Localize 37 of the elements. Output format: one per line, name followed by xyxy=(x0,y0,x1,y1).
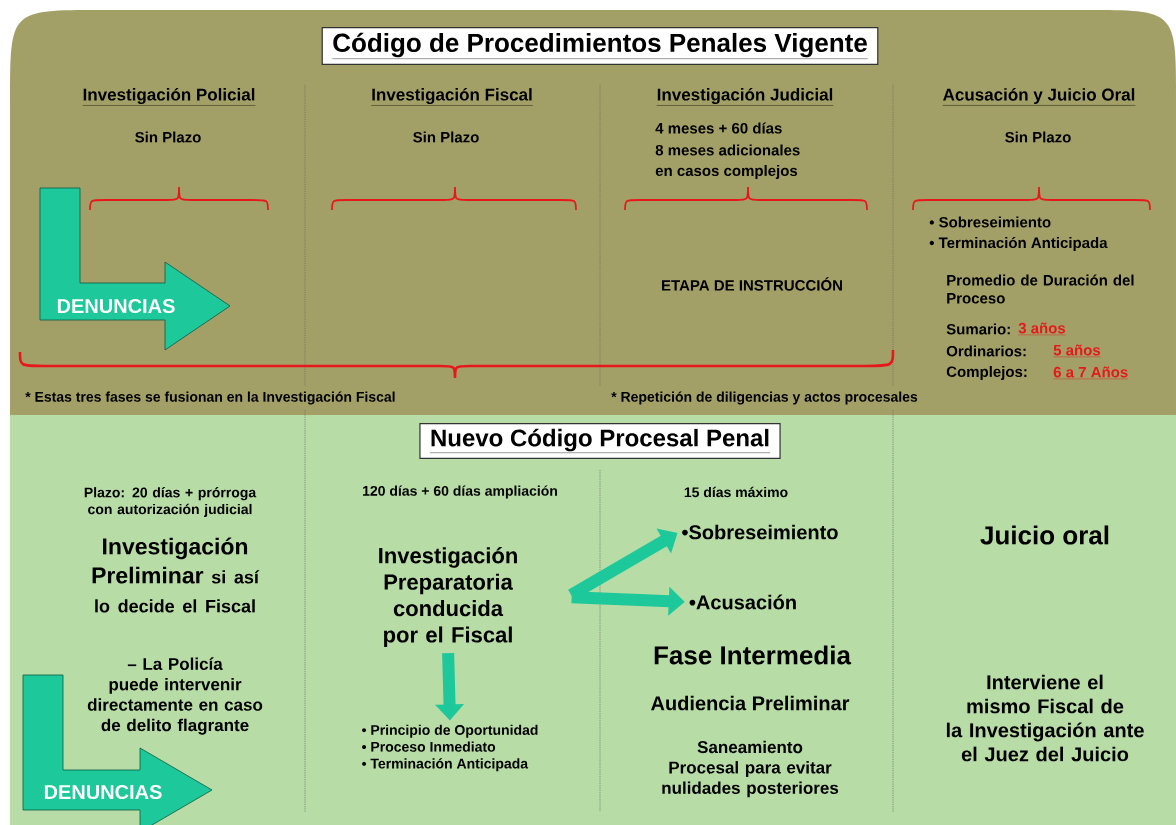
row-value: 3 años xyxy=(1018,322,1066,336)
duration-text: 4 meses + 60 días xyxy=(655,122,782,134)
column-heading: Investigación Judicial xyxy=(656,87,834,106)
duration-text: Sin Plazo xyxy=(413,131,479,143)
duration-text: 15 días máximo xyxy=(684,486,788,498)
column-heading: Acusación y Juicio Oral xyxy=(942,88,1136,106)
bullet-item: • Sobreseimiento xyxy=(929,216,1051,228)
footnote: * Estas tres fases se fusionan en la Investigación Fiscal xyxy=(25,391,395,405)
duration-text: en casos complejos xyxy=(655,165,798,179)
column-heading: Investigación Fiscal xyxy=(371,87,533,106)
duration-text: Plazo: 20 días + prórroga con autorización judicial xyxy=(84,487,257,517)
stage-heading: Juicio oral xyxy=(980,525,1109,545)
title-box: Nuevo Código Procesal Penal xyxy=(419,423,781,459)
stage-heading: Investigación Preliminar si así lo decide el Fiscal xyxy=(92,537,260,613)
note-text: Promedio de Duración del Proceso xyxy=(947,274,1134,304)
stage-subheading: Audiencia Preliminar xyxy=(651,695,850,711)
outcome-text: •Sobreseimiento xyxy=(682,524,838,540)
row-value: 5 años xyxy=(1053,344,1101,358)
duration-text: 120 días + 60 días ampliación xyxy=(363,485,557,499)
row-value: 6 a 7 Años xyxy=(1053,366,1129,380)
note-text: Interviene el mismo Fiscal de la Investigación ante el Juez del Juicio xyxy=(946,674,1144,762)
stage-heading: Investigación Preparatoria conducida por el Fiscal xyxy=(379,547,517,647)
column-heading: Investigación Policial xyxy=(82,87,256,106)
duration-text: 8 meses adicionales xyxy=(655,144,800,156)
footnote: * Repetición de diligencias y actos procesales xyxy=(611,391,918,405)
outcome-text: •Acusación xyxy=(689,594,796,610)
row-label: Ordinarios: xyxy=(946,345,1026,357)
title-box: Código de Procedimientos Penales Vigente xyxy=(321,27,879,65)
stage-text: ETAPA DE INSTRUCCIÓN xyxy=(662,277,842,291)
duration-text: Sin Plazo xyxy=(1005,131,1071,143)
row-label: Sumario: xyxy=(946,323,1010,335)
row-label: Complejos: xyxy=(946,366,1027,380)
duration-text: Sin Plazo xyxy=(135,131,201,143)
note-text: Saneamiento Procesal para evitar nulidades posteriores xyxy=(662,740,839,798)
stage-heading: Fase Intermedia xyxy=(654,645,852,665)
bullet-item: • Terminación Anticipada xyxy=(929,236,1108,252)
bullet-list: • Principio de Oportunidad • Proceso Inmediato • Terminación Anticipada xyxy=(362,724,538,772)
